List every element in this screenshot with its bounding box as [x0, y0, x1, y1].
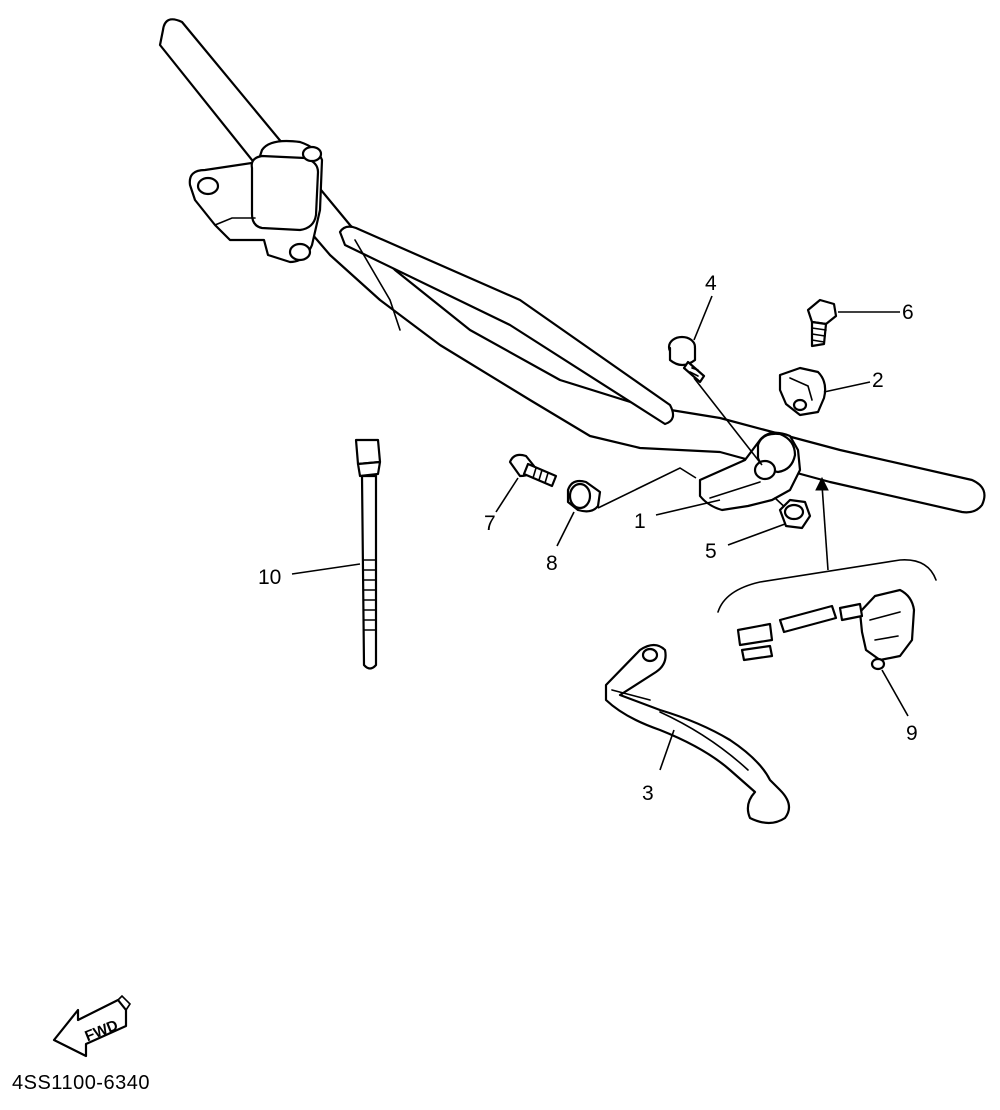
callout-3: 3 — [642, 782, 654, 805]
handlebar — [158, 18, 986, 514]
callout-1: 1 — [634, 510, 646, 533]
callout-5: 5 — [705, 540, 717, 563]
switch-assembly-part-9 — [717, 559, 937, 671]
callout-4: 4 — [705, 272, 717, 295]
collar-part-8 — [566, 479, 602, 513]
callout-8: 8 — [546, 552, 558, 575]
callout-6: 6 — [902, 301, 914, 324]
holder-clamp-part-2 — [778, 366, 827, 417]
clutch-lever-part-3 — [604, 643, 791, 825]
nut-part-5 — [778, 498, 812, 530]
leader-lines — [291, 295, 909, 771]
bolt-part-6 — [806, 298, 838, 348]
bolt-part-7 — [508, 453, 558, 488]
lever-holder-part-1 — [698, 431, 802, 513]
callout-2: 2 — [872, 369, 884, 392]
fwd-arrow-icon: FWD — [52, 994, 132, 1058]
callout-labels: 1 2 3 4 5 6 7 8 9 10 — [258, 272, 918, 805]
cable-tie-part-10 — [354, 438, 382, 670]
callout-7: 7 — [484, 512, 496, 535]
callout-9: 9 — [906, 722, 918, 745]
callout-10: 10 — [258, 566, 281, 589]
pivot-bolt-part-4 — [667, 335, 706, 384]
diagram-code: 4SS1100-6340 — [12, 1072, 150, 1094]
